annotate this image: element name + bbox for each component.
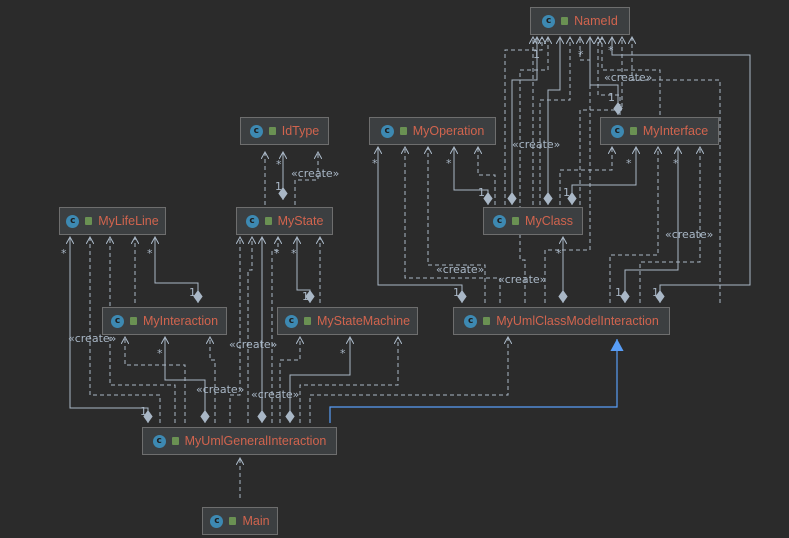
- class-main[interactable]: c Main: [202, 507, 278, 535]
- public-lock-icon: [629, 127, 637, 135]
- multiplicity-label: 1: [478, 186, 485, 199]
- multiplicity-label: *: [274, 247, 280, 260]
- public-lock-icon: [483, 317, 491, 325]
- multiplicity-label: *: [673, 157, 679, 170]
- multiplicity-label: *: [372, 157, 378, 170]
- class-icon: c: [245, 214, 259, 228]
- multiplicity-label: *: [556, 247, 562, 260]
- public-lock-icon: [303, 317, 311, 325]
- multiplicity-label: 1: [302, 290, 309, 303]
- class-mystatemachine[interactable]: c MyStateMachine: [277, 307, 418, 335]
- multiplicity-label: 1: [453, 286, 460, 299]
- create-label: «create»: [291, 167, 340, 180]
- public-lock-icon: [85, 217, 93, 225]
- class-name: MyUmlClassModelInteraction: [496, 314, 659, 328]
- multiplicity-label: *: [157, 347, 163, 360]
- multiplicity-label: 1: [533, 48, 540, 61]
- create-label: «create»: [436, 263, 485, 276]
- class-myinterface[interactable]: c MyInterface: [600, 117, 719, 145]
- create-label: «create»: [665, 228, 714, 241]
- multiplicity-label: 1: [652, 286, 659, 299]
- class-icon: c: [380, 124, 394, 138]
- class-icon: c: [610, 124, 624, 138]
- class-name: MyLifeLine: [98, 214, 159, 228]
- class-mystate[interactable]: c MyState: [236, 207, 333, 235]
- public-lock-icon: [264, 217, 272, 225]
- class-name: MyUmlGeneralInteraction: [184, 434, 327, 448]
- class-name: MyClass: [525, 214, 573, 228]
- class-name: IdType: [281, 124, 320, 138]
- class-idtype[interactable]: c IdType: [240, 117, 329, 145]
- multiplicity-label: *: [446, 157, 452, 170]
- class-name: MyOperation: [412, 124, 485, 138]
- multiplicity-label: *: [340, 347, 346, 360]
- class-myumlclassmodelinteraction[interactable]: c MyUmlClassModelInteraction: [453, 307, 670, 335]
- public-lock-icon: [512, 217, 520, 225]
- class-icon: c: [493, 214, 507, 228]
- class-icon: c: [152, 434, 166, 448]
- public-lock-icon: [229, 517, 237, 525]
- create-label: «create»: [604, 71, 653, 84]
- class-icon: c: [542, 14, 556, 28]
- class-name: MyStateMachine: [316, 314, 411, 328]
- class-nameid[interactable]: c NameId: [530, 7, 630, 35]
- create-label: «create»: [196, 383, 245, 396]
- class-name: NameId: [574, 14, 618, 28]
- class-icon: c: [284, 314, 298, 328]
- multiplicity-label: 1: [189, 286, 196, 299]
- public-lock-icon: [561, 17, 569, 25]
- class-name: MyInteraction: [142, 314, 219, 328]
- class-icon: c: [110, 314, 124, 328]
- create-label: «create»: [229, 338, 278, 351]
- class-icon: c: [464, 314, 478, 328]
- public-lock-icon: [171, 437, 179, 445]
- class-myoperation[interactable]: c MyOperation: [369, 117, 496, 145]
- class-myclass[interactable]: c MyClass: [483, 207, 583, 235]
- multiplicity-label: 1: [608, 91, 615, 104]
- public-lock-icon: [399, 127, 407, 135]
- class-name: MyInterface: [642, 124, 709, 138]
- multiplicity-label: 1: [615, 286, 622, 299]
- multiplicity-label: *: [147, 247, 153, 260]
- multiplicity-label: *: [291, 247, 297, 260]
- create-label: «create»: [498, 273, 547, 286]
- public-lock-icon: [129, 317, 137, 325]
- class-icon: c: [210, 514, 224, 528]
- create-label: «create»: [251, 388, 300, 401]
- multiplicity-label: 1: [275, 180, 282, 193]
- class-myumlgeneralinteraction[interactable]: c MyUmlGeneralInteraction: [142, 427, 337, 455]
- class-name: Main: [242, 514, 270, 528]
- multiplicity-label: 1: [140, 405, 147, 418]
- multiplicity-label: 1: [563, 186, 570, 199]
- multiplicity-label: *: [578, 48, 584, 61]
- multiplicity-label: *: [276, 158, 282, 171]
- public-lock-icon: [268, 127, 276, 135]
- create-label: «create»: [68, 332, 117, 345]
- class-mylifeline[interactable]: c MyLifeLine: [59, 207, 166, 235]
- multiplicity-label: *: [626, 157, 632, 170]
- multiplicity-label: *: [608, 44, 614, 57]
- multiplicity-label: *: [61, 247, 67, 260]
- class-name: MyState: [277, 214, 324, 228]
- create-label: «create»: [512, 138, 561, 151]
- class-myinteraction[interactable]: c MyInteraction: [102, 307, 227, 335]
- class-icon: c: [66, 214, 80, 228]
- class-icon: c: [249, 124, 263, 138]
